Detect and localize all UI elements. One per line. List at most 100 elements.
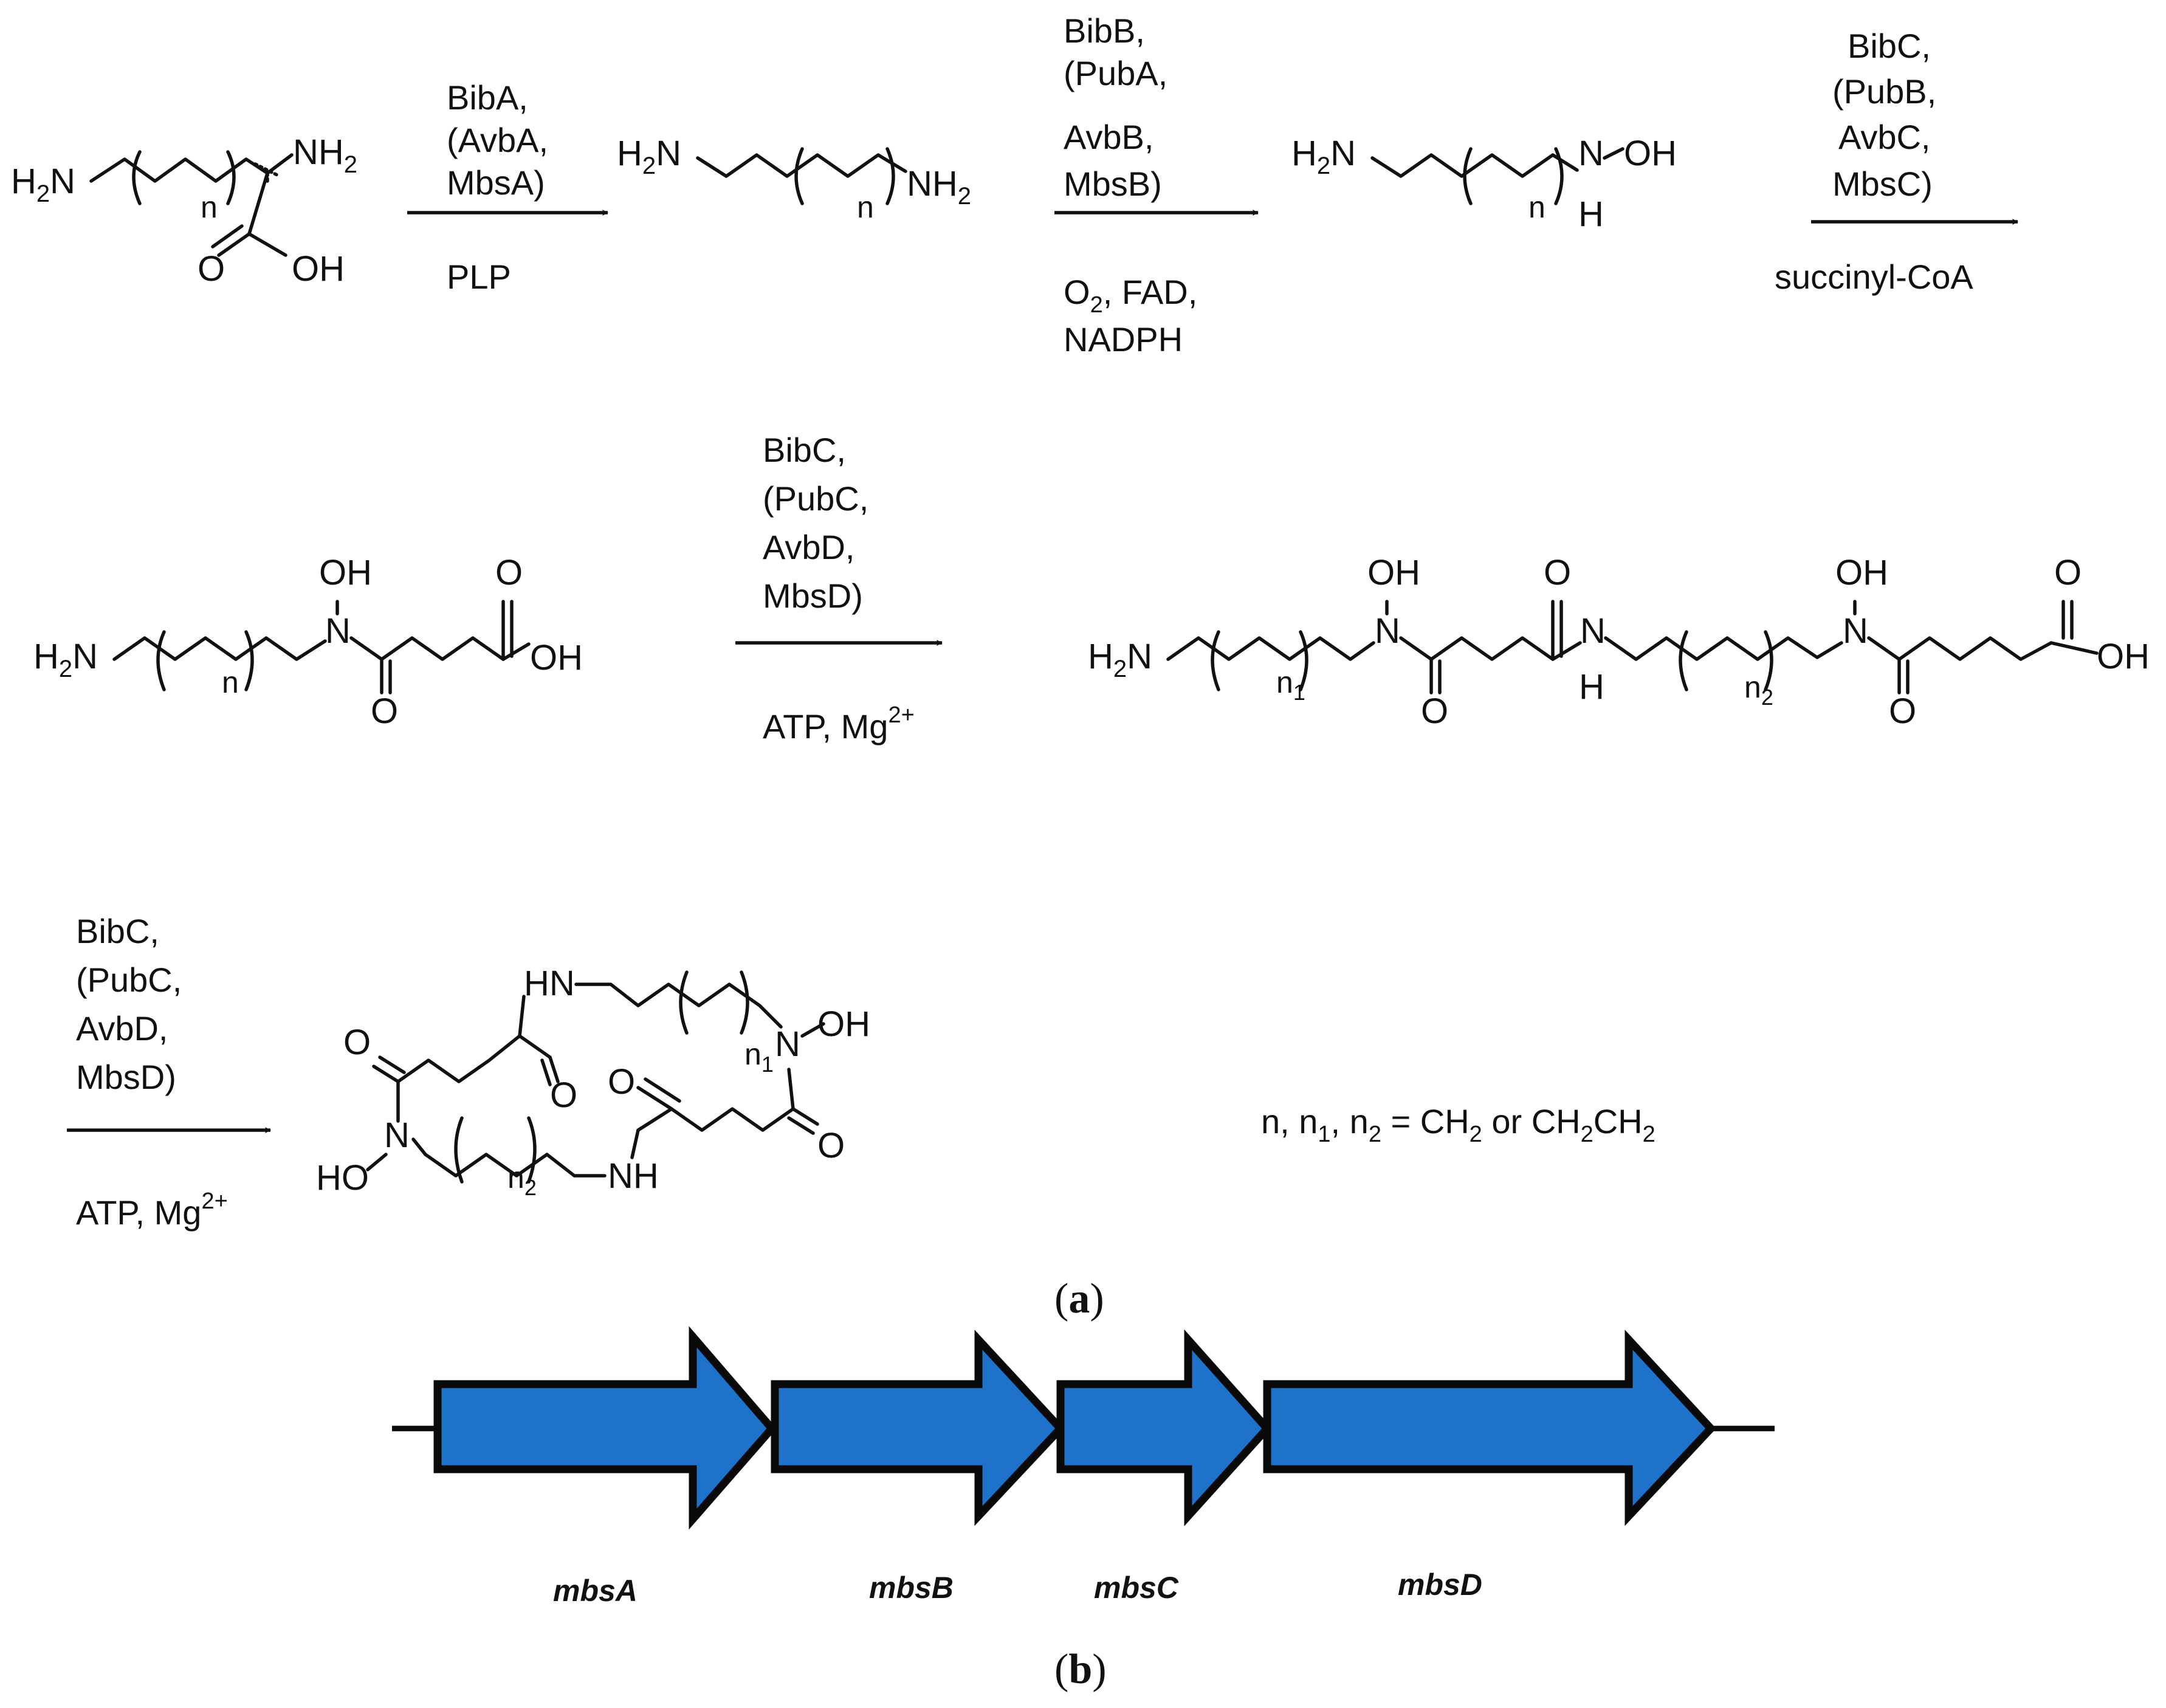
compound-diamine: H2N n NH2 [617, 134, 971, 224]
enzyme-avbd: AvbD, [763, 528, 854, 566]
enzyme-avbc: AvbC, [1838, 118, 1930, 156]
compound-n-hydroxy-diamine: H2N n N H OH [1291, 134, 1677, 234]
gene-label-mbsa: mbsA [553, 1574, 638, 1608]
paren-left-top [679, 970, 689, 1035]
atom-oh: OH [1624, 134, 1677, 173]
bond-co-right [791, 1107, 819, 1126]
atom-o-right: O [817, 1126, 845, 1165]
enzyme-mbsd: MbsD) [763, 577, 863, 615]
enzyme-biba: BibA, [447, 78, 528, 117]
bond-coh [247, 232, 287, 257]
atom-o-top: O [550, 1075, 577, 1115]
bond-co-bottom-double [644, 1077, 681, 1103]
chain-bonds [89, 157, 269, 183]
reaction-step-5: BibC, (PubC, AvbD, MbsD) ATP, Mg2+ [67, 912, 271, 1232]
atom-hn-top: HN [524, 964, 575, 1003]
paren-left [156, 630, 166, 691]
chain-bonds [112, 636, 327, 661]
chain-1-bonds [1166, 636, 1375, 661]
atom-oh-1: OH [1367, 553, 1420, 592]
repeat-n2: n2 [1744, 670, 1773, 710]
enzyme-bibc: BibC, [1848, 27, 1931, 65]
bond-to-carboxyl [247, 171, 269, 236]
paren-left-2 [1679, 630, 1688, 691]
repeat-n: n [1528, 190, 1545, 224]
paren-left [794, 147, 804, 205]
panel-label-b: (b) [1054, 1646, 1107, 1693]
panel-label-a: (a) [1054, 1275, 1104, 1322]
cofactor-atp-mg: ATP, Mg2+ [763, 702, 915, 746]
compound-succinyl-hydroxamate: H2N n N OH O O OH [33, 553, 583, 731]
bond-co [217, 232, 251, 257]
enzyme-mbsa: MbsA) [447, 163, 545, 202]
gene-arrow-mbsd [1263, 1329, 1716, 1526]
panel-b-gene-cluster: mbsA mbsB mbsC mbsD (b) [392, 1326, 1775, 1693]
compound-amino-acid: H2N n NH2 O OH [11, 132, 357, 289]
atom-n-2: N [1843, 611, 1868, 651]
atom-h2n: H2N [617, 134, 681, 179]
atom-o-3: O [1889, 691, 1916, 731]
bond-to-nh-bottom [630, 1128, 640, 1159]
paren-right [244, 630, 254, 691]
gene-label-mbsc: mbsC [1094, 1571, 1179, 1605]
cofactor-atp-mg: ATP, Mg2+ [76, 1188, 228, 1232]
atom-nh-amide: N [1580, 611, 1606, 651]
atom-n: N [325, 611, 351, 651]
enzyme-mbsb: MbsB) [1064, 165, 1162, 203]
enzyme-pubc: (PubC, [76, 961, 182, 999]
repeat-n: n [201, 190, 218, 224]
bond-n-oh [1603, 147, 1624, 160]
bond-co-left [372, 1065, 400, 1083]
bond-to-hn-top [518, 995, 526, 1038]
atom-h-amide: H [1579, 667, 1604, 707]
paren-left-1 [1211, 630, 1220, 691]
atom-h2n: H2N [1088, 637, 1152, 682]
chain-bonds [696, 153, 907, 178]
enzyme-avbb: AvbB, [1064, 118, 1153, 156]
repeat-n: n [222, 665, 239, 699]
paren-left [132, 150, 142, 205]
atom-nh-bottom: NH [608, 1156, 659, 1196]
bond-co-top-double [540, 1058, 552, 1086]
bond-co-left-double [378, 1055, 406, 1074]
atom-oh: OH [319, 553, 372, 592]
atom-oh-right: OH [817, 1004, 870, 1044]
enzyme-bibb: BibB, [1064, 12, 1145, 50]
atom-o: O [198, 249, 225, 289]
atom-o-4: O [2054, 553, 2082, 592]
atom-n: N [1578, 134, 1604, 173]
atom-n-left: N [384, 1116, 410, 1155]
paren-left-bottom [454, 1116, 464, 1184]
reaction-step-1: BibA, (AvbA, MbsA) PLP [407, 78, 608, 296]
enzyme-bibc: BibC, [763, 431, 846, 469]
enzyme-pubb: (PubB, [1832, 72, 1936, 111]
chain-bonds [1370, 153, 1579, 178]
atom-o-1: O [1421, 691, 1448, 731]
paren-right-top [740, 970, 749, 1035]
paren-left [1463, 147, 1473, 205]
compound-linear-dimer: H2N n1 N OH O O N H n2 N OH [1088, 553, 2150, 731]
bond-co-right-double [787, 1116, 815, 1135]
chain-top-bonds [574, 983, 783, 1029]
atom-n-right: N [775, 1024, 800, 1064]
atom-oh-acid: OH [2097, 637, 2150, 676]
enzyme-bibc: BibC, [76, 912, 159, 950]
atom-nh2: NH2 [293, 132, 357, 178]
atom-o-bottom: O [608, 1062, 635, 1102]
atom-ho-left: HO [316, 1158, 369, 1198]
atom-o-2: O [495, 553, 523, 592]
atom-h2n: H2N [1291, 134, 1356, 179]
gene-label-mbsd: mbsD [1398, 1568, 1482, 1602]
atom-oh: OH [292, 249, 345, 289]
reaction-step-3: BibC, (PubB, AvbC, MbsC) succinyl-CoA [1775, 27, 2018, 296]
atom-oh-2: OH [530, 638, 583, 677]
paren-right-2 [1764, 630, 1773, 691]
bond-coh [2049, 641, 2099, 655]
reaction-step-2: BibB, (PubA, AvbB, MbsB) O2, FAD, NADPH [1054, 12, 1259, 358]
compound-macrocycle: HN n1 N OH O O NH n2 N HO [316, 964, 870, 1200]
atom-o-1: O [371, 691, 398, 731]
gene-arrow-mbsa [433, 1326, 777, 1530]
bond-n-oh-left [366, 1153, 388, 1171]
paren-right [885, 147, 895, 205]
enzyme-avbd: AvbD, [76, 1009, 168, 1048]
